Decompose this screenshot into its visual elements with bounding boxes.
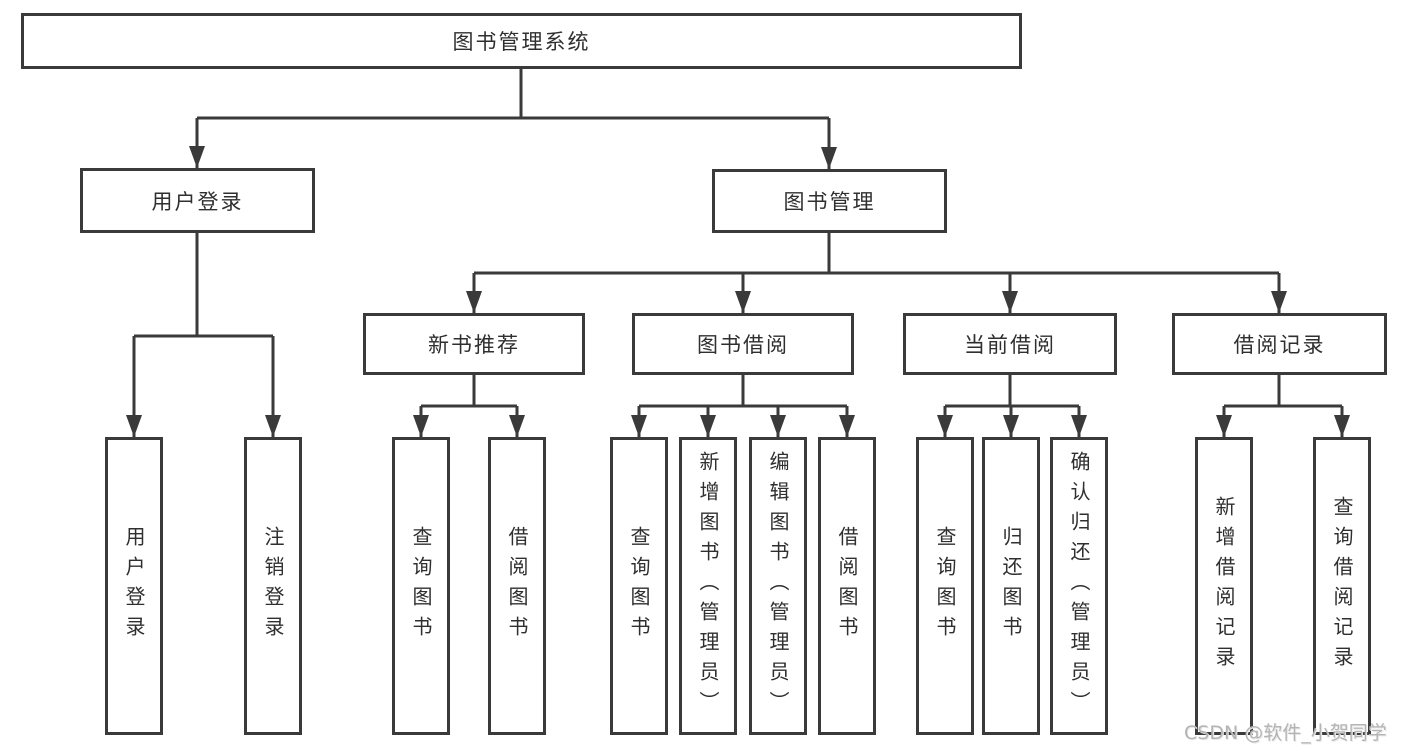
leaf-borrowing-query-books: 查询图书 [610, 437, 668, 735]
leaf-current-confirm-return-admin: 确认归还（管理员） [1050, 437, 1108, 735]
node-label: 查询图书 [933, 526, 957, 646]
node-label: 图书借阅 [697, 333, 789, 357]
node-label: 用户登录 [122, 526, 146, 646]
leaf-user-login: 用户登录 [105, 437, 163, 735]
node-label: 新增借阅记录 [1212, 496, 1236, 676]
leaf-borrowing-borrow-books: 借阅图书 [818, 437, 876, 735]
csdn-watermark: CSDN @软件_小贺同学 [1184, 722, 1387, 744]
node-label: 新增图书（管理员） [696, 451, 720, 721]
node-user-login-branch: 用户登录 [80, 168, 315, 233]
leaf-logout: 注销登录 [244, 437, 302, 735]
node-label: 编辑图书（管理员） [766, 451, 790, 721]
leaf-current-query-books: 查询图书 [916, 437, 974, 735]
leaf-recommend-borrow-books: 借阅图书 [488, 437, 546, 735]
leaf-borrowing-add-books-admin: 新增图书（管理员） [679, 437, 737, 735]
node-library-management-system: 图书管理系统 [21, 13, 1022, 69]
node-label: 图书管理 [783, 190, 876, 214]
node-label: 注销登录 [261, 526, 285, 646]
node-book-management-branch: 图书管理 [712, 169, 947, 233]
leaf-current-return-books: 归还图书 [982, 437, 1040, 735]
leaf-borrowing-edit-books-admin: 编辑图书（管理员） [749, 437, 807, 735]
leaf-records-add-borrow-record: 新增借阅记录 [1195, 437, 1253, 735]
node-new-book-recommendation: 新书推荐 [363, 313, 585, 375]
node-label: 图书管理系统 [452, 30, 591, 54]
node-label: 查询图书 [627, 526, 651, 646]
node-borrowing-records: 借阅记录 [1172, 313, 1387, 375]
node-label: 借阅记录 [1233, 333, 1326, 357]
node-label: 确认归还（管理员） [1067, 451, 1091, 721]
node-label: 归还图书 [999, 526, 1023, 646]
node-label: 查询借阅记录 [1330, 496, 1354, 676]
node-label: 当前借阅 [964, 333, 1056, 357]
node-current-borrowing: 当前借阅 [903, 313, 1117, 375]
node-label: 新书推荐 [428, 333, 520, 357]
leaf-recommend-query-books: 查询图书 [392, 437, 450, 735]
node-label: 查询图书 [409, 526, 433, 646]
node-label: 借阅图书 [835, 526, 859, 646]
node-label: 借阅图书 [505, 526, 529, 646]
node-book-borrowing: 图书借阅 [632, 313, 854, 375]
leaf-records-query-borrow-record: 查询借阅记录 [1313, 437, 1371, 735]
node-label: 用户登录 [151, 189, 244, 214]
